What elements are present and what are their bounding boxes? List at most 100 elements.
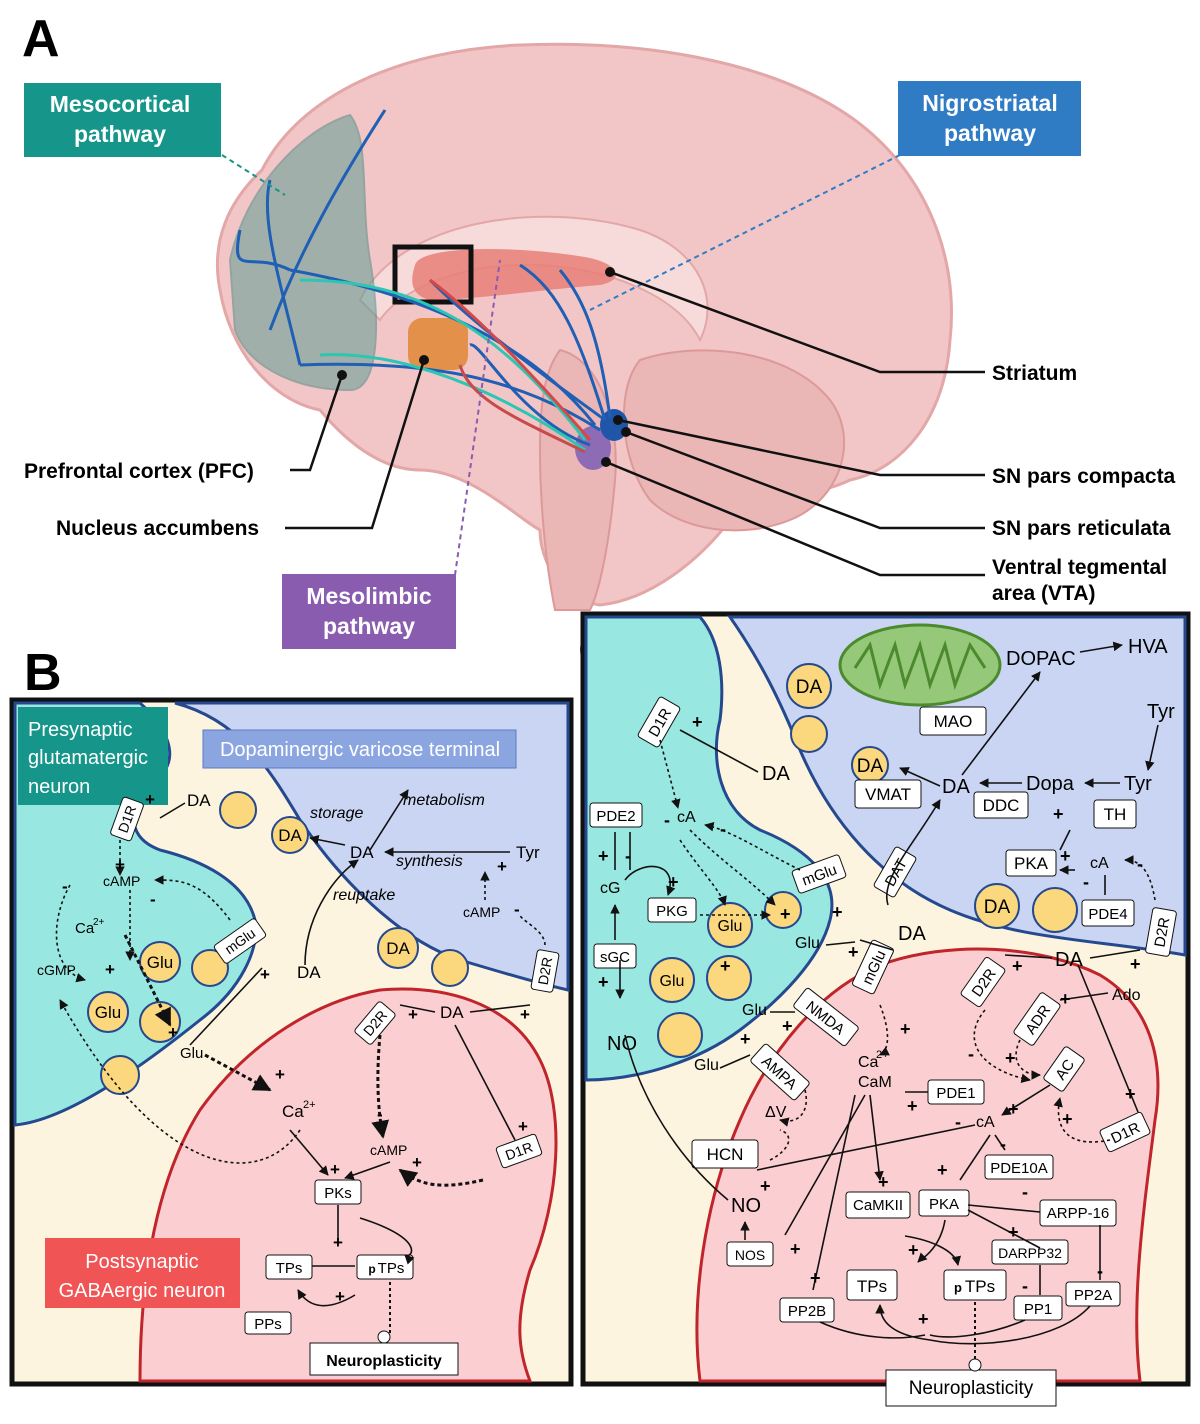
c-ca2-sup: 2+ (876, 1049, 889, 1061)
b-d2r-right-text: D2R (535, 956, 556, 986)
c-hva: HVA (1128, 636, 1168, 658)
c-ac: AC (1043, 1046, 1085, 1092)
b-da-2: DA (350, 843, 374, 862)
c-darpp32: DARPP32 (998, 1245, 1062, 1261)
presynaptic-line2: glutamatergic (28, 747, 148, 769)
c-pde1: PDE1 (936, 1085, 975, 1102)
c-pde2: PDE2 (596, 808, 635, 825)
pfc-label: Prefrontal cortex (PFC) (24, 460, 254, 483)
c-plus-c12: + (1008, 1099, 1019, 1119)
c-plus-c17: + (1008, 1222, 1019, 1242)
b-minus-2: - (150, 890, 156, 909)
c-pka-top: PKA (1014, 854, 1049, 873)
b-d1r-box-post: D1R (495, 1133, 543, 1169)
c-dopac: DOPAC (1006, 648, 1076, 670)
c-minus-c8: - (1083, 872, 1089, 892)
c-sgc: sGC (600, 949, 630, 966)
c-plus-c20: + (918, 1309, 929, 1329)
b-plus-4: + (408, 1005, 418, 1024)
nigrostriatal-line2: pathway (944, 120, 1036, 146)
c-da-vesicle-2: DA (857, 756, 884, 777)
c-plus-c3: + (740, 1029, 751, 1049)
c-da-vesicle-3: DA (984, 897, 1011, 918)
mesolimbic-label: Mesolimbic pathway (282, 259, 501, 649)
b-camp-post: cAMP (370, 1142, 407, 1158)
b-plus-2: + (115, 855, 125, 874)
nigrostriatal-line1: Nigrostriatal (922, 90, 1057, 116)
c-pde10a: PDE10A (990, 1160, 1048, 1177)
b-ptps-p: p (368, 1262, 375, 1276)
c-tyr: Tyr (1124, 773, 1152, 795)
c-plus-c2: + (782, 1016, 793, 1036)
b-pks: PKs (324, 1185, 352, 1202)
cerebellum (623, 349, 846, 532)
c-dopa: Dopa (1026, 773, 1075, 795)
panel-c: C DA DA DA Glu Glu (578, 611, 1191, 1407)
vta-label-1: Ventral tegmental (992, 556, 1167, 579)
b-da-4: DA (440, 1003, 464, 1022)
c-pkg: PKG (656, 903, 688, 920)
c-ca2: Ca (858, 1054, 879, 1071)
c-plus-c14: + (878, 1172, 889, 1192)
c-da-cleft-3: DA (1055, 949, 1083, 971)
c-arpp16: ARPP-16 (1047, 1205, 1110, 1222)
c-camkii: CaMKII (853, 1197, 903, 1214)
c-minus-cg: - (625, 846, 631, 866)
b-plus-11: + (333, 1233, 343, 1252)
c-glu-vesicle-2: Glu (660, 973, 685, 990)
snc-label: SN pars compacta (992, 465, 1176, 488)
striatum-label: Striatum (992, 362, 1077, 385)
c-da-cyto: DA (942, 776, 970, 798)
b-plus-10: + (330, 1160, 340, 1179)
c-minus-c1: - (968, 1044, 974, 1064)
b-ca-post: Ca (282, 1102, 304, 1121)
c-no-post: NO (731, 1195, 761, 1217)
b-plus-1: + (145, 790, 155, 809)
c-da-cleft-1: DA (762, 763, 790, 785)
pathway-lines (235, 109, 612, 454)
b-neuroplasticity: Neuroplasticity (326, 1353, 442, 1370)
c-pp2b: PP2B (788, 1303, 826, 1320)
c-minus-c3: - (1000, 1134, 1006, 1154)
b-plus-8: + (412, 1153, 422, 1172)
c-neuroplasticity: Neuroplasticity (909, 1378, 1034, 1399)
b-ca-pre: Ca (75, 920, 95, 937)
b-minus-1: - (62, 877, 68, 896)
b-glu-vesicle-1: Glu (147, 953, 173, 972)
b-camp-pre: cAMP (103, 873, 140, 889)
snr-label: SN pars reticulata (992, 517, 1171, 540)
b-da-3: DA (297, 963, 321, 982)
c-minus-c2: - (955, 1112, 961, 1132)
presynaptic-line1: Presynaptic (28, 719, 133, 741)
b-plus-14: + (168, 1023, 178, 1042)
b-minus-3: - (514, 900, 520, 919)
c-dv: ΔV (765, 1104, 787, 1121)
c-da-cleft-2: DA (898, 923, 926, 945)
c-plus-glu: + (780, 904, 791, 924)
c-arrows (610, 641, 1159, 1365)
c-cg: cG (600, 880, 620, 897)
zoom-box (392, 244, 474, 305)
panel-a-letter: A (22, 10, 60, 68)
c-plus-c15: + (760, 1176, 771, 1196)
c-plus-cg: + (598, 846, 609, 866)
b-vesicles (87, 791, 469, 1095)
c-d2r-right-text: D2R (1152, 916, 1174, 949)
b-da-vesicle-2: DA (386, 939, 410, 958)
c-plus-c18: + (810, 1268, 821, 1288)
c-th: TH (1104, 805, 1127, 824)
c-glu-vesicle-1: Glu (718, 918, 743, 935)
panel-b: B Presynaptic glutamatergic neuron Dopam… (9, 644, 574, 1387)
b-plus-9: + (518, 1117, 528, 1136)
b-plus-13: + (105, 960, 115, 979)
c-boxes (589, 706, 1137, 1407)
c-ptps: TPs (965, 1277, 995, 1296)
dopaminergic-label: Dopaminergic varicose terminal (220, 739, 500, 761)
b-da-1: DA (187, 791, 211, 810)
leader-lines (285, 270, 985, 577)
b-d1r-box-top: D1R (110, 796, 144, 842)
c-plus-c11: + (907, 1096, 918, 1116)
c-plus-mglu: + (832, 902, 843, 922)
